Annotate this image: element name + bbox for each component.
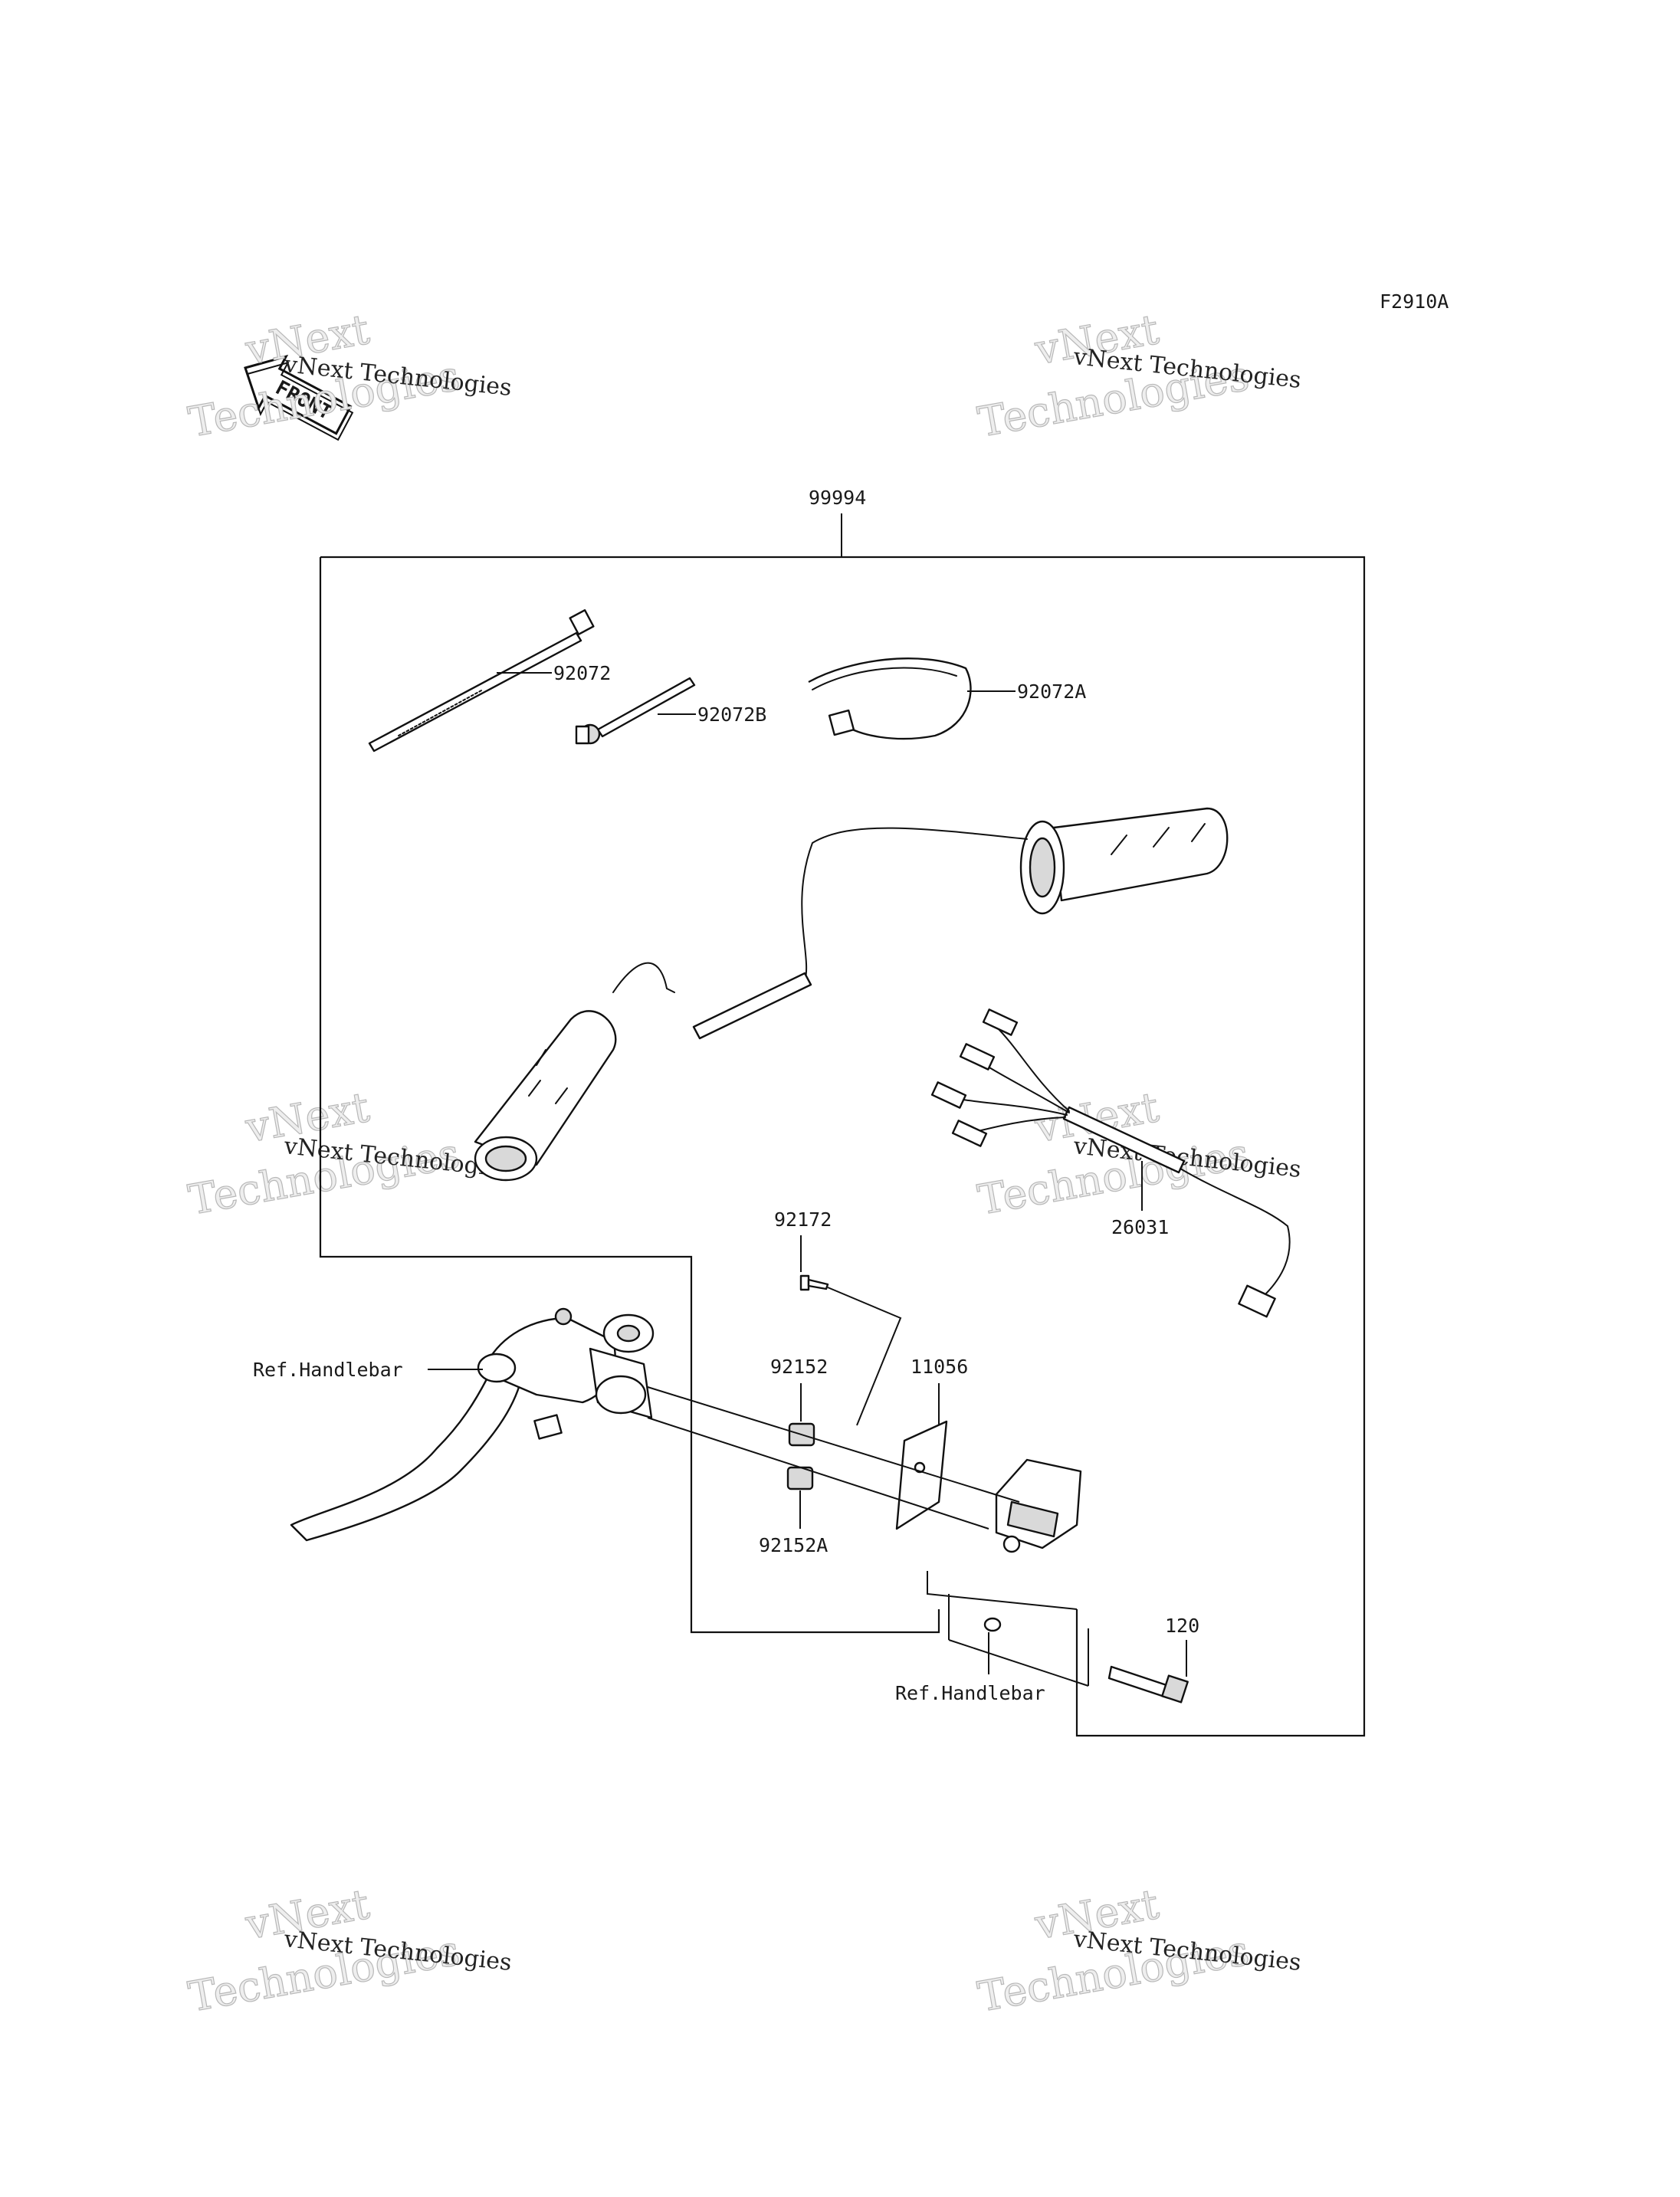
- ref-handlebar-left: Ref.Handlebar: [253, 1359, 403, 1381]
- part-label-26031: 26031: [1111, 1216, 1169, 1238]
- heated-grip-right: [1019, 807, 1229, 915]
- washer: [983, 1617, 1002, 1632]
- diagram-code: F2910A: [1380, 290, 1449, 313]
- bolt-120: [1107, 1665, 1189, 1703]
- heated-grip-left: [474, 1010, 617, 1182]
- part-label-92072: 92072: [553, 662, 611, 684]
- axis-upper: [647, 1386, 1020, 1503]
- assembly-frame-left: [319, 557, 940, 1634]
- ref-handlebar-bottom: Ref.Handlebar: [895, 1682, 1045, 1704]
- leader-92172-path: [827, 1287, 902, 1426]
- axis-bolt: [927, 1571, 1089, 1687]
- part-label-92072B: 92072B: [697, 703, 766, 726]
- screw-92172: [799, 1274, 829, 1291]
- wire-harness: [930, 1008, 1291, 1318]
- heater-switch: [995, 1458, 1082, 1553]
- part-label-11056: 11056: [911, 1356, 968, 1378]
- axis-lower: [647, 1417, 989, 1530]
- clip-tie: [575, 677, 696, 745]
- grip-left-wire: [612, 962, 675, 993]
- band-clamp: [808, 657, 972, 740]
- assembly-frame: [320, 556, 1366, 1737]
- brake-lever-assembly: [290, 1307, 655, 1542]
- part-label-92172: 92172: [774, 1208, 832, 1231]
- cable-tie-long: [368, 609, 595, 753]
- assembly-label: 99994: [809, 487, 866, 509]
- grip-connector: [692, 972, 812, 1040]
- part-label-92072A: 92072A: [1017, 680, 1086, 703]
- part-label-120: 120: [1165, 1615, 1199, 1637]
- grip-connection-cable: [697, 827, 1028, 1035]
- part-label-92152A: 92152A: [759, 1534, 828, 1556]
- part-label-92152: 92152: [770, 1356, 828, 1378]
